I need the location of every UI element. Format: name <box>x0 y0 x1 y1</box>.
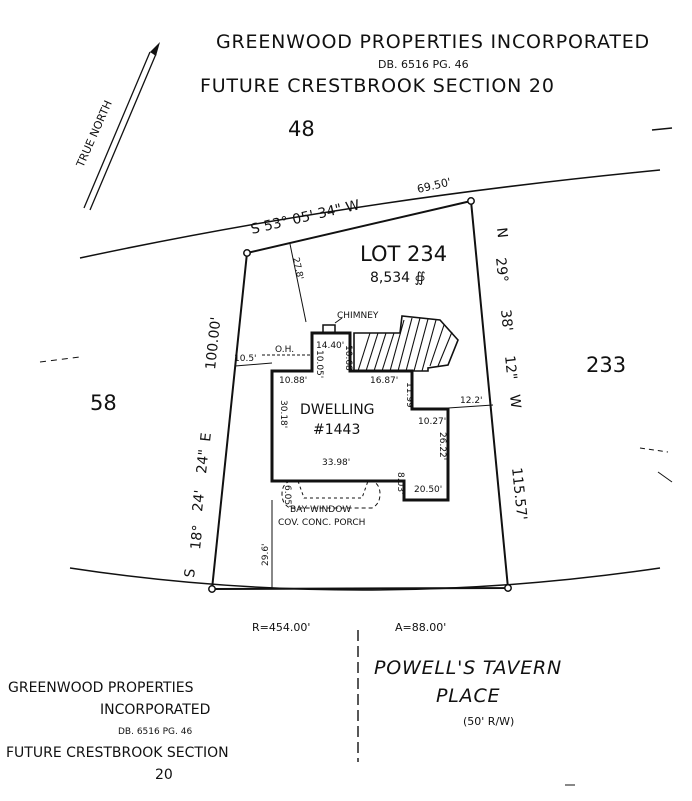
dim-10-27: 10.27' <box>418 417 446 427</box>
covered-porch-outline <box>281 480 381 509</box>
dim-10-68: 10.68' <box>343 345 353 373</box>
bottom-owner-future: FUTURE CRESTBROOK SECTION <box>6 745 229 761</box>
dim-right-setback: 12.2' <box>460 396 483 406</box>
lot-label: LOT 234 <box>360 242 447 266</box>
west-bearing-s: S <box>182 568 199 579</box>
north-bearing: S 53° 05' 34" W <box>249 197 361 238</box>
west-bearing-min: 24' <box>190 489 208 512</box>
chimney-label: CHIMNEY <box>337 311 379 321</box>
top-lot-number: 48 <box>288 117 315 141</box>
north-arrow-label: TRUE NORTH <box>73 99 114 171</box>
street-row: (50' R/W) <box>463 715 514 728</box>
bay-window-outline <box>297 480 369 499</box>
dim-16-87: 16.87' <box>370 376 398 386</box>
porch-label: COV. CONC. PORCH <box>278 518 365 528</box>
dim-left-setback: 10.5' <box>234 354 257 364</box>
lot-area: 8,534 ∯ <box>370 270 426 286</box>
oh-label: O.H. <box>275 345 294 355</box>
east-distance: 115.57' <box>508 467 529 521</box>
dwelling-number: #1443 <box>313 422 360 438</box>
dim-11-99: 11.99' <box>404 382 414 410</box>
adjacent-lot-left: 58 <box>90 391 117 415</box>
north-distance: 69.50' <box>416 175 453 195</box>
west-distance: 100.00' <box>203 316 224 370</box>
rear-curve-line <box>79 169 661 259</box>
front-curve-line <box>69 567 661 591</box>
hatched-addition <box>353 315 459 372</box>
dim-20-50: 20.50' <box>414 485 442 495</box>
dwelling-label: DWELLING <box>300 402 375 418</box>
curve-arc: A=88.00' <box>395 621 446 634</box>
street-name-line1: POWELL'S TAVERN <box>374 657 562 679</box>
dim-8-03: 8.03' <box>395 472 405 495</box>
bay-window-label: BAY WINDOW <box>290 505 351 515</box>
adjacent-lot-right: 233 <box>586 353 626 377</box>
dim-26-22: 26.22' <box>437 432 447 460</box>
east-bearing-n: N <box>493 227 510 239</box>
bottom-owner-section: 20 <box>155 767 173 783</box>
street-name-line2: PLACE <box>436 685 500 707</box>
east-bearing-w: W <box>506 394 523 410</box>
dim-rear-setback: 27.8' <box>290 257 304 281</box>
top-owner-future: FUTURE CRESTBROOK SECTION 20 <box>200 75 555 97</box>
dim-10-05: 10.05' <box>314 350 324 378</box>
west-bearing-sec: 24" <box>194 449 212 475</box>
dim-chimney-width: 14.40' <box>316 341 344 351</box>
dim-6-05: 6.05' <box>282 485 292 508</box>
bottom-owner-line1: GREENWOOD PROPERTIES <box>8 680 194 696</box>
east-bearing-min: 38' <box>497 309 515 332</box>
dim-33-98: 33.98' <box>322 458 350 468</box>
north-arrow-icon: TRUE NORTH <box>73 42 160 211</box>
bottom-owner-line2: INCORPORATED <box>100 702 210 718</box>
dim-front-setback: 29.6' <box>261 543 271 566</box>
dwelling-outline <box>270 331 450 502</box>
curve-radius: R=454.00' <box>252 621 310 634</box>
top-owner-name: GREENWOOD PROPERTIES INCORPORATED <box>216 31 650 53</box>
dim-10-88: 10.88' <box>279 376 307 386</box>
east-bearing-deg: 29° <box>492 257 511 283</box>
west-bearing-e: E <box>198 432 215 442</box>
west-bearing-deg: 18° <box>188 524 207 550</box>
top-owner-deed: DB. 6516 PG. 46 <box>378 58 469 71</box>
dim-30-18: 30.18' <box>278 400 288 428</box>
bottom-owner-deed: DB. 6516 PG. 46 <box>118 727 192 737</box>
east-bearing-sec: 12" <box>501 355 519 381</box>
chimney <box>322 324 336 334</box>
